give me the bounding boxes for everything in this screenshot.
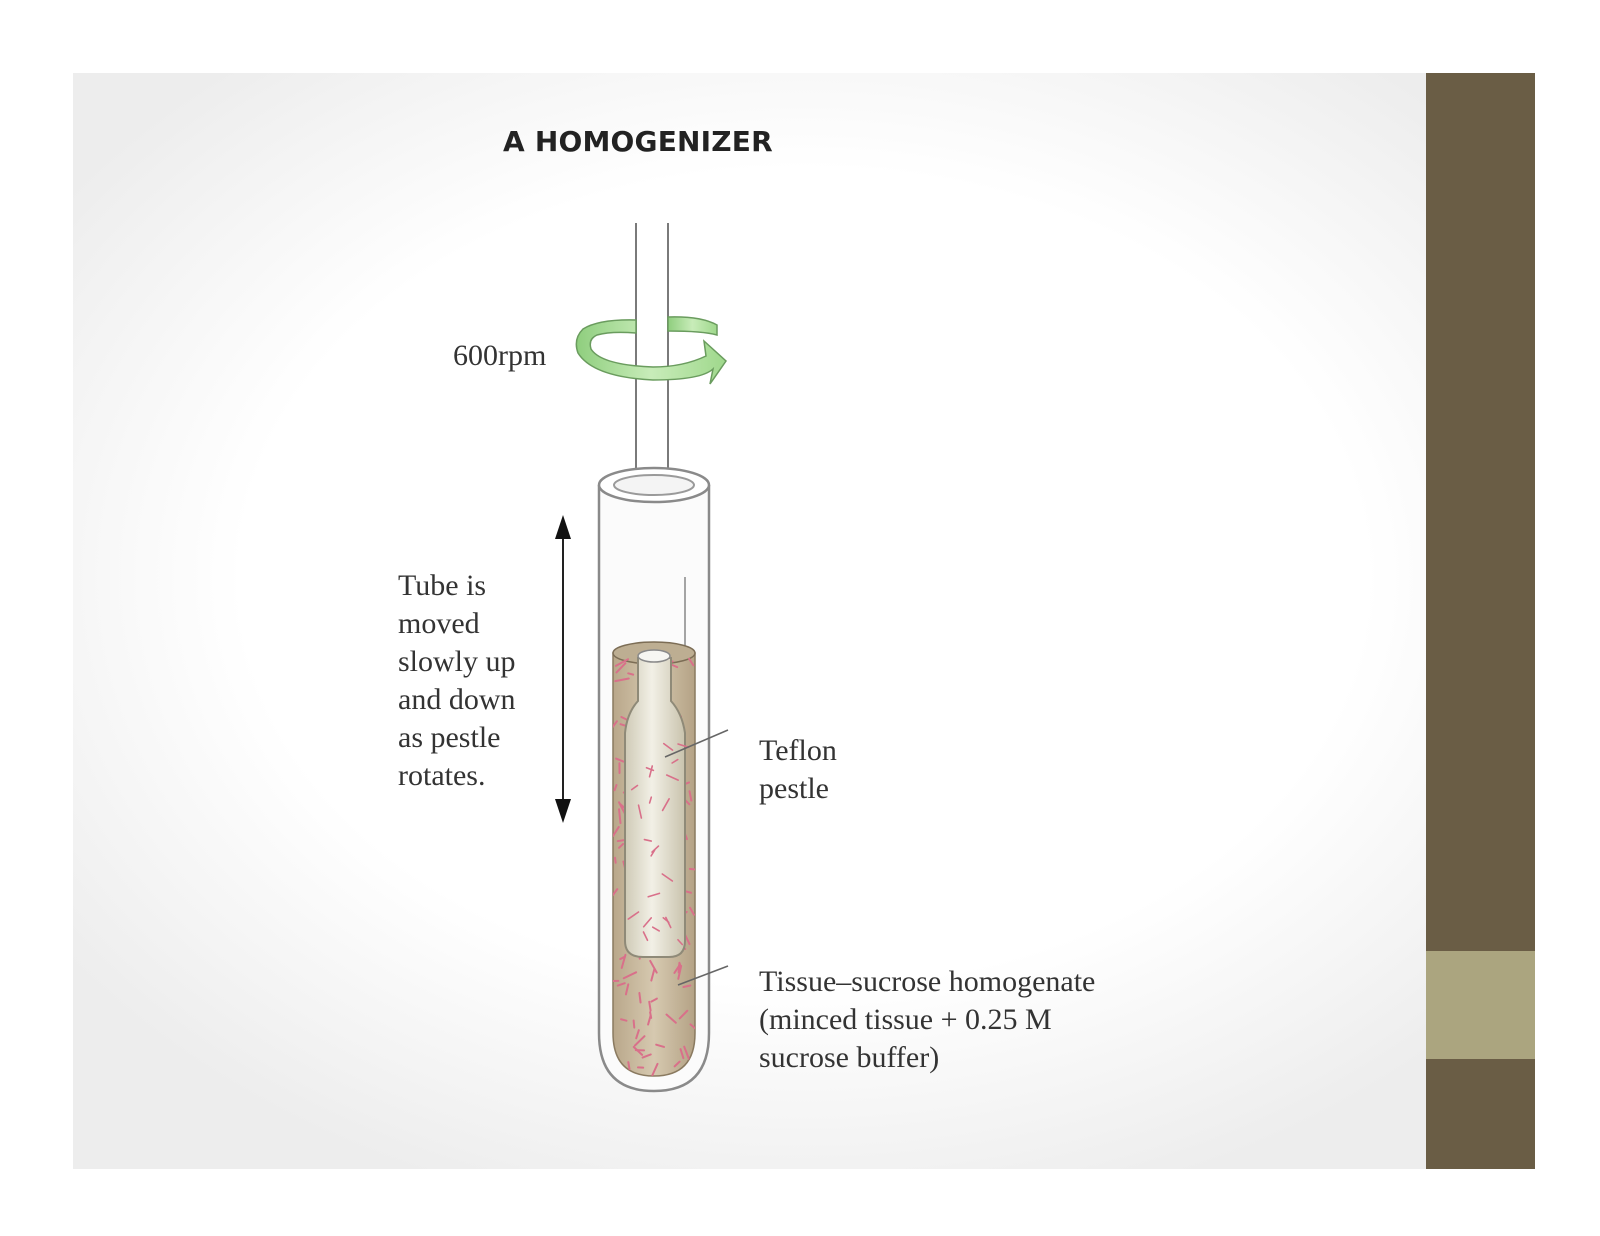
tissue-fragment <box>620 953 627 969</box>
tissue-fragment <box>677 743 690 749</box>
tissue-fragment <box>627 672 635 676</box>
tissue-fragment <box>613 826 620 838</box>
tissue-fragment <box>648 796 653 804</box>
sidebar-bar-bottom <box>1426 1059 1535 1169</box>
tissue-fragment <box>665 1013 677 1024</box>
homogenate-leader-line <box>677 965 729 986</box>
tissue-fragment <box>688 657 695 667</box>
tissue-fragment <box>677 938 684 946</box>
tissue-fragment <box>651 1062 659 1076</box>
tissue-fragment <box>642 917 653 928</box>
tissue-fragment <box>630 784 639 791</box>
tissue-fragment <box>614 677 630 683</box>
tissue-fragment <box>622 971 638 980</box>
tissue-fragment <box>627 1061 631 1071</box>
tissue-fragment <box>638 991 642 1004</box>
teflon-pestle-label: Teflon pestle <box>759 734 837 805</box>
tissue-fragment <box>616 982 626 987</box>
rpm-label: 600rpm <box>453 339 547 372</box>
tube-movement-label: Tube is moved slowly up and down as pest… <box>398 569 516 792</box>
sidebar-bar-top <box>1426 73 1535 951</box>
tissue-fragment <box>627 911 640 920</box>
tissue-fragment <box>614 658 630 667</box>
pestle-tissue-fragments <box>627 742 690 946</box>
tissue-fragment <box>689 906 695 916</box>
slide-title: A HOMOGENIZER <box>503 125 773 158</box>
tissue-fragment <box>662 916 670 924</box>
tissue-fragment <box>642 931 649 942</box>
tissue-fragment <box>618 808 622 825</box>
tissue-fragment <box>648 765 654 778</box>
tissue-fragment <box>683 1045 691 1061</box>
tissue-fragment <box>689 1023 695 1030</box>
tissue-fragment <box>645 766 655 772</box>
tissue-fragment <box>665 774 679 781</box>
tissue-fragment <box>641 1053 652 1059</box>
tissue-fragment <box>613 720 618 732</box>
tissue-fragment <box>620 1018 628 1022</box>
teflon-pestle <box>624 649 690 958</box>
tissue-fragment <box>643 838 653 842</box>
tissue-fragment <box>650 997 658 1003</box>
tissue-fragment <box>688 867 695 871</box>
tissue-fragment <box>615 662 627 674</box>
tissue-fragment <box>614 856 617 864</box>
tissue-fragment <box>650 968 656 982</box>
homogenizer-diagram <box>555 223 729 1093</box>
up-down-arrow-icon <box>555 515 571 823</box>
tissue-fragment <box>632 1045 644 1056</box>
tissue-fragment <box>679 1048 685 1060</box>
tissue-fragment <box>649 1011 653 1019</box>
homogenate-label: Tissue–sucrose homogenate (minced tissue… <box>759 965 1096 1074</box>
tissue-fragment <box>648 1000 652 1012</box>
tissue-fragment <box>632 1019 636 1029</box>
tissue-fragment <box>673 963 682 974</box>
tissue-fragment <box>673 1060 681 1068</box>
tissue-fragment <box>624 983 630 996</box>
tissue-fragment <box>651 926 661 932</box>
tissue-fragment <box>655 1043 666 1048</box>
tissue-fragment <box>651 845 660 853</box>
tissue-fragment <box>615 757 625 763</box>
tissue-fragment <box>618 842 625 849</box>
tissue-fragment <box>647 892 661 898</box>
tissue-fragment <box>635 1029 640 1040</box>
tissue-fragment <box>682 984 692 988</box>
tissue-fragment <box>661 873 674 882</box>
rotation-arrow-icon <box>575 316 727 385</box>
tissue-fragment <box>688 790 693 802</box>
tissue-fragment <box>661 798 670 812</box>
tissue-fragment <box>662 742 674 751</box>
slide: A HOMOGENIZER <box>73 73 1535 1169</box>
pestle-leader-line <box>664 729 729 758</box>
tissue-fragment <box>613 784 618 792</box>
tissue-fragment <box>649 959 658 974</box>
tissue-fragment <box>633 1035 646 1047</box>
tissue-fragment <box>677 964 683 980</box>
tissue-fragment <box>616 839 626 843</box>
sidebar-bar-accent <box>1426 951 1535 1059</box>
tissue-fragment <box>671 758 679 764</box>
tissue-fragment <box>678 1009 689 1020</box>
tissue-fragment <box>637 804 643 819</box>
tissue-fragment <box>613 888 619 900</box>
